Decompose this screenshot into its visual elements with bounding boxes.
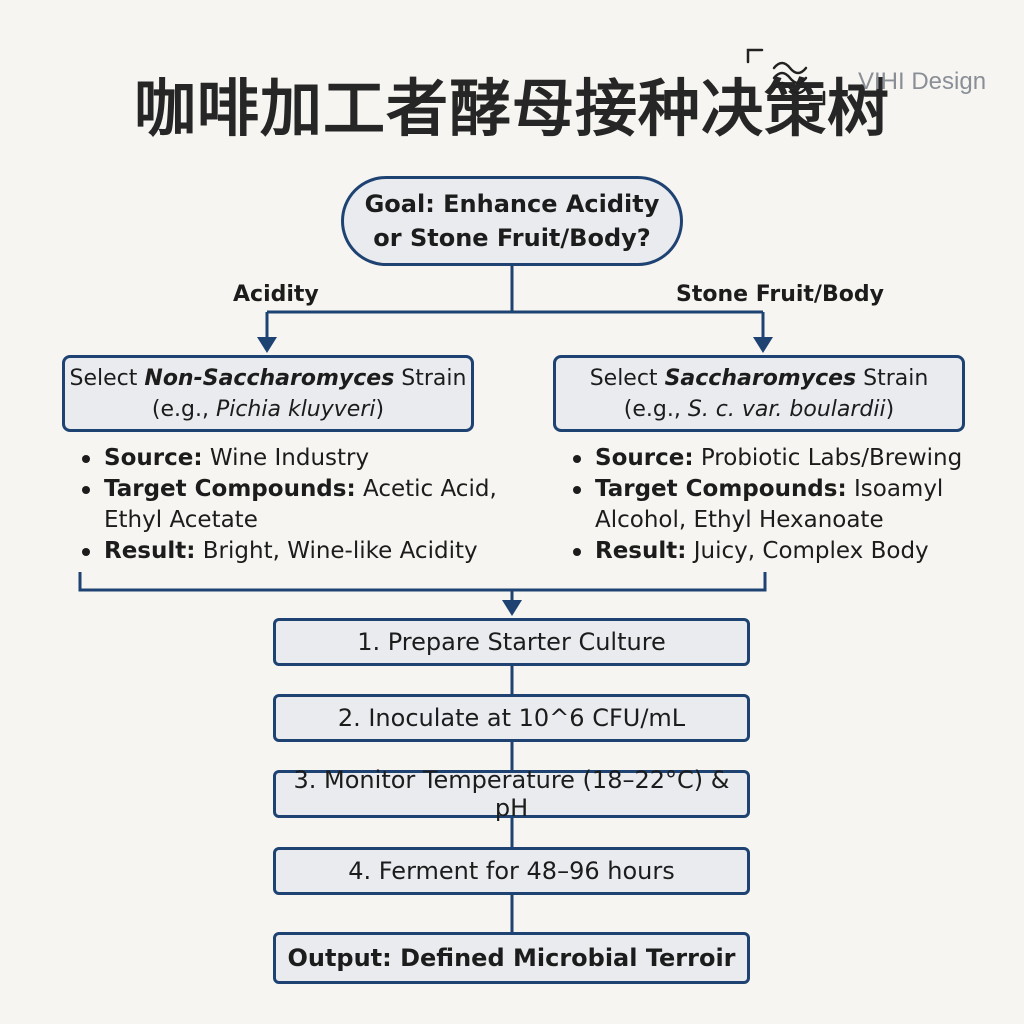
strain-prefix: Select (69, 365, 145, 391)
detail-value-compounds: Isoamyl Alcohol, Ethyl Hexanoate (595, 476, 944, 533)
step-prepare-starter: 1. Prepare Starter Culture (273, 618, 750, 666)
page-title: 咖啡加工者酵母接种决策树 (133, 72, 890, 145)
merge-arrowhead (502, 600, 522, 616)
example-prefix: (e.g., (151, 396, 216, 422)
goal-node: Goal: Enhance Acidity or Stone Fruit/Bod… (341, 176, 683, 266)
merge-bracket-line (78, 572, 767, 592)
detail-key-compounds: Target Compounds: (595, 476, 847, 502)
wave-bracket-logo-icon (746, 48, 826, 106)
detail-key-result: Result: (595, 538, 687, 564)
list-item: Source: Probiotic Labs/Brewing (571, 443, 991, 474)
step-monitor: 3. Monitor Temperature (18–22°C) & pH (273, 766, 750, 822)
strain-example: (e.g., S. c. var. boulardii) (590, 394, 929, 425)
strain-example: (e.g., Pichia kluyveri) (70, 394, 467, 425)
list-item: Source: Wine Industry (80, 443, 500, 474)
watermark-text: VIHI Design (858, 68, 987, 95)
right-arrowhead (753, 337, 773, 353)
strain-suffix: Strain (394, 365, 467, 391)
list-item: Result: Bright, Wine-like Acidity (80, 536, 500, 567)
detail-value-source: Probiotic Labs/Brewing (693, 445, 963, 471)
strain-title: Select Non-Saccharomyces Strain (70, 363, 467, 394)
detail-value-result: Juicy, Complex Body (686, 538, 929, 564)
branch-label-stone-fruit: Stone Fruit/Body (676, 282, 884, 307)
detail-value-compounds: Acetic Acid, Ethyl Acetate (104, 476, 497, 533)
example-suffix: ) (885, 396, 895, 422)
strain-name: Saccharomyces (664, 365, 857, 391)
detail-value-result: Bright, Wine-like Acidity (195, 538, 478, 564)
branch-label-acidity: Acidity (233, 282, 319, 307)
strain-name: Non-Saccharomyces (144, 365, 395, 391)
example-suffix: ) (375, 396, 385, 422)
output-node: Output: Defined Microbial Terroir (273, 932, 750, 984)
detail-key-compounds: Target Compounds: (104, 476, 356, 502)
example-name: S. c. var. boulardii (687, 396, 886, 422)
step-inoculate: 2. Inoculate at 10^6 CFU/mL (273, 694, 750, 742)
acidity-details-list: Source: Wine Industry Target Compounds: … (80, 443, 500, 567)
list-item: Target Compounds: Isoamyl Alcohol, Ethyl… (571, 474, 991, 536)
detail-value-source: Wine Industry (202, 445, 370, 471)
goal-line-1: Goal: Enhance Acidity (364, 190, 660, 218)
step-ferment: 4. Ferment for 48–96 hours (273, 847, 750, 895)
example-prefix: (e.g., (623, 396, 688, 422)
strain-title: Select Saccharomyces Strain (590, 363, 929, 394)
stone-fruit-details-list: Source: Probiotic Labs/Brewing Target Co… (571, 443, 991, 567)
example-name: Pichia kluyveri (215, 396, 376, 422)
list-item: Result: Juicy, Complex Body (571, 536, 991, 567)
detail-key-source: Source: (595, 445, 694, 471)
left-arrowhead (257, 337, 277, 353)
saccharomyces-strain-node: Select Saccharomyces Strain (e.g., S. c.… (553, 355, 965, 432)
detail-key-source: Source: (104, 445, 203, 471)
goal-line-2: or Stone Fruit/Body? (373, 224, 651, 252)
detail-key-result: Result: (104, 538, 196, 564)
strain-prefix: Select (589, 365, 665, 391)
strain-suffix: Strain (856, 365, 929, 391)
non-saccharomyces-strain-node: Select Non-Saccharomyces Strain (e.g., P… (62, 355, 474, 432)
list-item: Target Compounds: Acetic Acid, Ethyl Ace… (80, 474, 500, 536)
